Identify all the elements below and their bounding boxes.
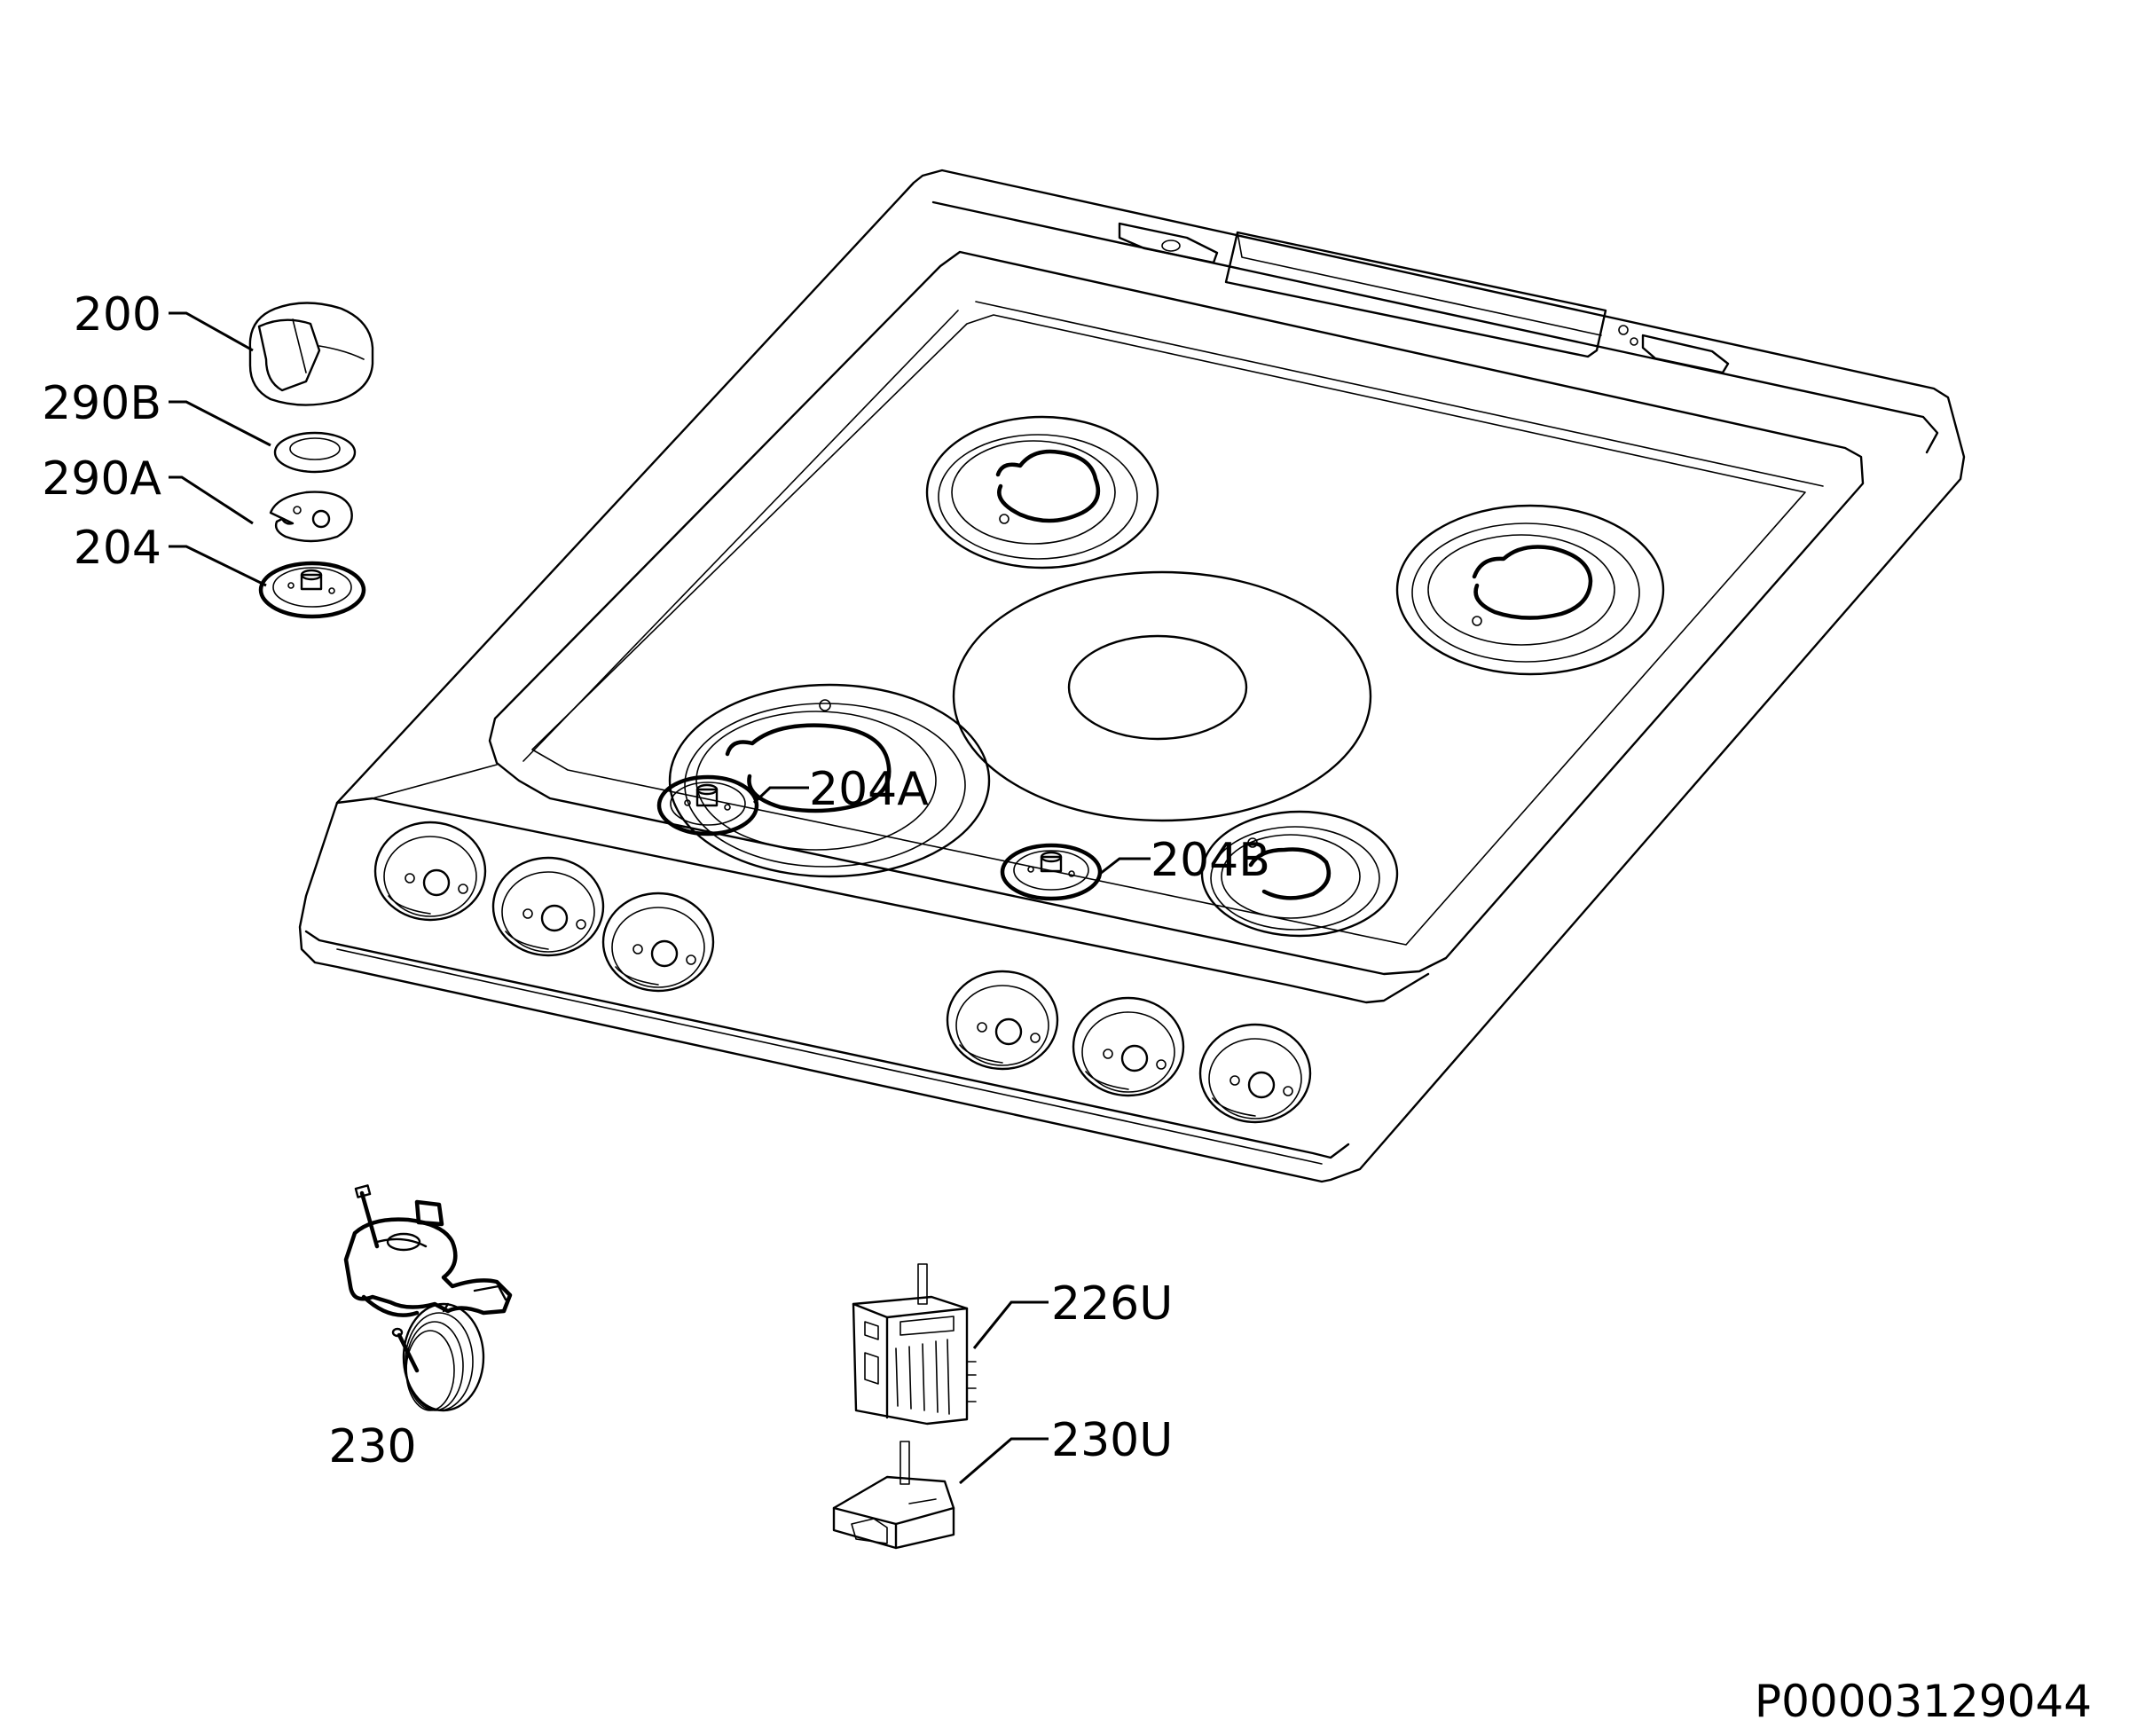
label-230: 230	[328, 1420, 416, 1473]
gasket-204A-on-panel	[656, 774, 759, 837]
knob-ring-290B	[273, 431, 357, 474]
knob-plate-290A	[269, 491, 353, 543]
switch-230U	[832, 1441, 955, 1550]
leader-204	[169, 545, 267, 587]
hob-top-panel	[298, 169, 1966, 1183]
burner-well-rear-right	[1395, 504, 1665, 676]
control-holes-left-group	[373, 821, 715, 993]
gasket-204B-on-panel	[1000, 843, 1103, 901]
gas-tap-230	[343, 1184, 513, 1412]
part-labels: 200 290B 290A 204 204A 204B 226U 230U 23…	[42, 288, 1270, 1473]
leader-204A	[752, 786, 809, 805]
label-290B: 290B	[42, 377, 161, 430]
burner-well-center-large	[952, 570, 1372, 822]
document-id: P00003129044	[1755, 1676, 2092, 1727]
knob-200	[248, 302, 374, 406]
label-204A: 204A	[809, 763, 929, 816]
leader-204B	[1099, 857, 1151, 876]
leader-290A	[169, 475, 254, 525]
label-204: 204	[74, 522, 161, 575]
gasket-204	[258, 561, 366, 619]
thermostat-226U	[852, 1263, 977, 1426]
label-204B: 204B	[1151, 834, 1270, 887]
control-hole	[601, 892, 715, 993]
leader-230U	[959, 1437, 1049, 1485]
burner-well-front-right	[1200, 810, 1399, 938]
label-226U: 226U	[1051, 1277, 1173, 1331]
burner-well-front-left	[668, 683, 991, 878]
control-holes-right-group	[946, 970, 1312, 1124]
control-hole	[491, 856, 605, 957]
label-200: 200	[74, 288, 161, 342]
control-hole	[946, 970, 1059, 1071]
control-hole	[1198, 1023, 1312, 1124]
leader-290B	[169, 400, 271, 447]
control-hole	[373, 821, 487, 922]
label-230U: 230U	[1051, 1414, 1173, 1467]
leader-200	[169, 311, 254, 352]
leader-lines	[169, 311, 1151, 1485]
burner-well-rear-left	[925, 415, 1159, 570]
label-290A: 290A	[42, 452, 161, 506]
leader-226U	[972, 1300, 1049, 1349]
control-hole	[1072, 996, 1185, 1097]
